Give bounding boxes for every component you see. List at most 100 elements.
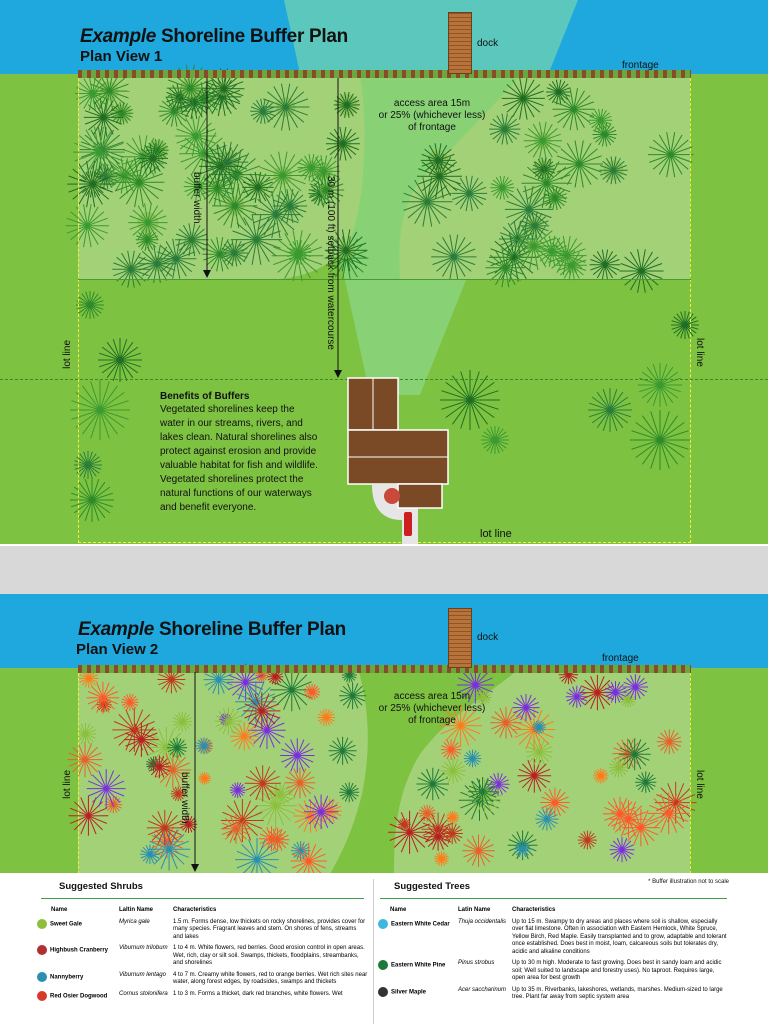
tree-symbol	[475, 689, 492, 706]
tree-symbol	[157, 665, 186, 694]
tree-symbol	[83, 98, 124, 137]
tree-symbol	[609, 837, 635, 863]
tree-symbol	[608, 757, 629, 778]
tree-symbol	[212, 183, 258, 229]
plant-latin: Acer saccharinum	[458, 986, 507, 993]
access-area-label-2: access area 15m or 25% (whichever less) …	[378, 691, 486, 726]
tree-symbol	[647, 792, 690, 835]
benefits-text: Vegetated shorelines keep the water in o…	[160, 404, 318, 513]
tree-symbol	[135, 228, 159, 251]
tree-symbol	[214, 707, 243, 735]
tree-symbol	[513, 840, 532, 858]
tree-symbol	[620, 691, 636, 708]
tree-symbol	[523, 121, 562, 160]
tree-symbol	[609, 800, 648, 838]
tree-symbol	[481, 426, 509, 454]
buffer-line	[78, 279, 691, 280]
plant-icon	[37, 990, 47, 1001]
page-title-2: Example Shoreline Buffer Plan	[78, 619, 346, 641]
tree-symbol	[339, 782, 360, 803]
tree-symbol	[98, 338, 142, 382]
plant-latin: Myrica gale	[119, 918, 150, 925]
col-latin: Laltin Name	[119, 907, 154, 913]
tree-symbol	[467, 776, 498, 807]
shrubs-table: Name Laltin Name Characteristics Sweet G…	[35, 905, 370, 1003]
frontage-label-2: frontage	[602, 653, 639, 664]
plant-characteristics: 1 to 3 m. Forms a thicket, dark red bran…	[173, 990, 343, 997]
buffer-arrow-2	[191, 672, 199, 872]
benefits-box: Benefits of Buffers Vegetated shorelines…	[160, 391, 320, 515]
buffer-width-label: buffer width	[191, 172, 202, 224]
tree-symbol	[440, 370, 500, 430]
tree-symbol	[308, 172, 345, 208]
col-char: Characteristics	[173, 907, 217, 913]
tree-symbol	[532, 720, 546, 734]
plant-icon	[378, 960, 388, 970]
tree-symbol	[588, 388, 632, 432]
plant-name: Red Osier Dogwood	[50, 993, 108, 1000]
tree-symbol	[446, 810, 460, 824]
plan-subtitle-2: Plan View 2	[76, 641, 159, 658]
trees-table: Name Latin Name Characteristics Eastern …	[376, 905, 731, 1004]
shoreline-shrub-edge-2	[78, 665, 691, 673]
tree-symbol	[439, 704, 482, 748]
plant-latin: Viburnum trilobum	[119, 945, 168, 951]
shrubs-section: Suggested Shrubs Name Laltin Name Charac…	[35, 873, 370, 1003]
plant-characteristics: 1 to 4 m. White flowers, red berries. Go…	[173, 945, 365, 966]
tree-symbol	[588, 108, 613, 132]
tree-symbol	[463, 749, 482, 768]
tree-symbol	[244, 765, 281, 802]
tree-symbol	[521, 158, 572, 208]
plant-icon	[37, 971, 47, 982]
tree-symbol	[647, 132, 694, 178]
plant-latin: Thuja occidentalis	[458, 918, 507, 925]
plant-name: Nannyberry	[50, 974, 84, 981]
tree-symbol	[199, 145, 243, 188]
plant-characteristics: Up to 30 m high. Moderate to fast growin…	[512, 960, 722, 981]
house	[347, 377, 449, 544]
table-row: Silver Maple Acer saccharinum Up to 35 m. …	[376, 985, 731, 1004]
dock-label-2: dock	[477, 632, 499, 643]
tree-symbol	[265, 827, 290, 852]
shrubs-header-row: Name Laltin Name Characteristics	[35, 905, 370, 917]
plan-subtitle: Plan View 1	[80, 48, 163, 65]
col-name: Name	[51, 907, 68, 913]
tree-symbol	[183, 172, 213, 201]
tree-symbol	[220, 239, 249, 267]
tree-symbol	[593, 768, 609, 784]
tree-symbol	[230, 214, 283, 265]
tree-symbol	[619, 249, 664, 293]
scale-note: * Buffer illustration not to scale	[648, 879, 729, 885]
col-latin-trees: Latin Name	[458, 907, 491, 913]
tree-symbol	[220, 813, 251, 844]
tree-symbol	[671, 311, 699, 339]
tree-symbol	[635, 771, 657, 793]
tree-symbol	[145, 726, 187, 768]
tree-symbol	[70, 380, 130, 440]
tree-symbol	[86, 681, 120, 714]
plant-characteristics: Up to 35 m. Riverbanks, lakeshores, wetl…	[512, 986, 723, 1001]
tree-symbol	[158, 95, 190, 127]
plant-icon	[37, 945, 47, 955]
measure-arrows	[203, 78, 342, 378]
tree-symbol	[423, 822, 453, 851]
tree-symbol	[195, 737, 213, 755]
shrubs-heading: Suggested Shrubs	[41, 873, 364, 899]
tree-symbol	[325, 126, 360, 161]
tree-symbol	[434, 851, 449, 867]
trees-heading: Suggested Trees	[380, 873, 727, 899]
plant-name: Silver Maple	[391, 989, 427, 996]
tree-symbol	[517, 758, 552, 793]
tree-symbol	[267, 781, 293, 807]
road	[0, 544, 768, 594]
tree-symbol	[128, 203, 168, 242]
plant-icon	[37, 918, 47, 929]
tree-symbol	[441, 822, 463, 845]
tree-symbol	[170, 786, 186, 802]
title-italic: Example	[80, 26, 157, 47]
tree-symbol	[536, 235, 568, 267]
